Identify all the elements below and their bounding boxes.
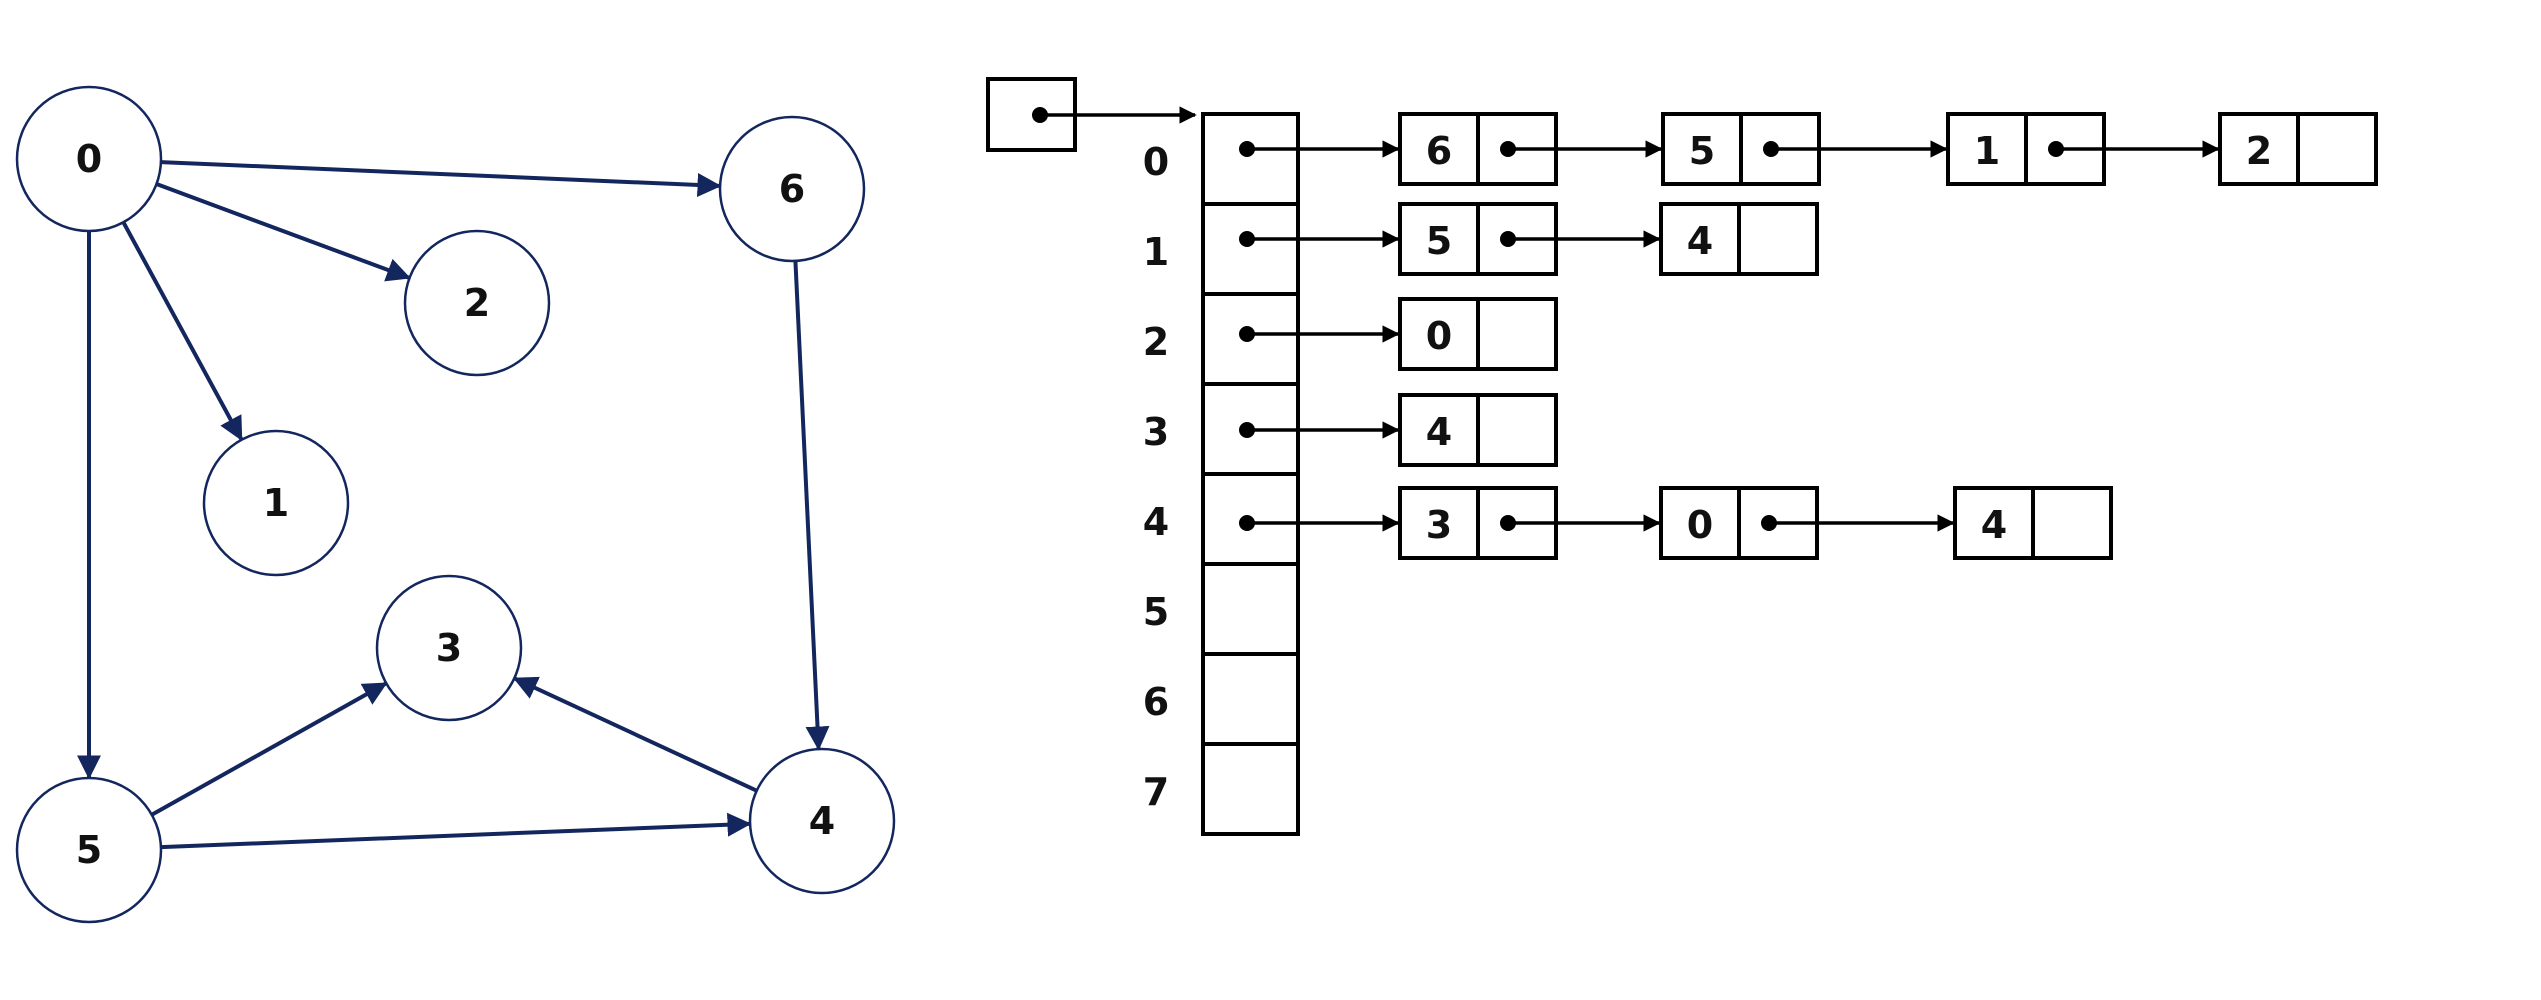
node-label: 1 — [263, 481, 289, 525]
node-circle — [202, 429, 350, 577]
list-node: 1 — [1946, 112, 2106, 186]
graph-node-2: 2 — [403, 229, 551, 377]
edge-4-to-3 — [513, 676, 758, 793]
array-index-label: 3 — [1143, 410, 1169, 454]
list-node: 3 — [1398, 486, 1558, 560]
edge-5-to-3 — [150, 681, 388, 817]
list-node-next-cell — [2031, 486, 2113, 560]
graph-edges — [77, 160, 830, 850]
edge-0-to-6 — [160, 160, 722, 197]
adjacency-list: 0 1 2 3 4 5 6 7 6 5 1 2 5 4 0 4 3 0 4 — [986, 77, 2378, 836]
list-node-value: 6 — [1426, 129, 1452, 173]
node-circle — [15, 776, 163, 924]
node-label: 6 — [779, 167, 805, 211]
list-node: 4 — [1659, 202, 1819, 276]
graph-node-5: 5 — [15, 776, 163, 924]
list-node-value: 2 — [2246, 129, 2272, 173]
node-circle — [748, 747, 896, 895]
array-cell-5 — [1201, 562, 1300, 656]
graph-node-4: 4 — [748, 747, 896, 895]
edge-0-to-2 — [155, 182, 411, 282]
list-node-value: 0 — [1687, 503, 1713, 547]
graph-node-6: 6 — [718, 115, 866, 263]
list-node-value-cell — [1398, 112, 1480, 186]
graph-node-1: 1 — [202, 429, 350, 577]
array-index-label: 7 — [1143, 770, 1169, 814]
list-node-value: 3 — [1426, 503, 1452, 547]
node-label: 5 — [76, 828, 102, 872]
list-node-value: 1 — [1974, 129, 2000, 173]
list-node-value-cell — [1661, 112, 1743, 186]
node-circle — [403, 229, 551, 377]
list-node-next-cell — [1737, 202, 1819, 276]
node-circle — [718, 115, 866, 263]
list-node-value: 5 — [1426, 219, 1452, 263]
list-node-value-cell — [1398, 393, 1480, 467]
node-label: 0 — [76, 137, 102, 181]
list-node-value-cell — [1398, 202, 1480, 276]
list-node-next-cell — [2296, 112, 2378, 186]
array-cell-6 — [1201, 652, 1300, 746]
list-node-value-cell — [1659, 486, 1741, 560]
list-node: 0 — [1398, 297, 1558, 371]
list-node: 4 — [1398, 393, 1558, 467]
edge-6-to-4 — [793, 260, 830, 751]
graph-node-0: 0 — [15, 85, 163, 233]
list-node-value: 4 — [1687, 219, 1713, 263]
array-index-label: 5 — [1143, 590, 1169, 634]
list-node-next-cell — [1476, 393, 1558, 467]
node-circle — [375, 574, 523, 722]
array-index-label: 2 — [1143, 320, 1169, 364]
node-label: 2 — [464, 281, 490, 325]
node-label: 4 — [809, 799, 835, 843]
node-label: 3 — [436, 626, 462, 670]
array-cell-7 — [1201, 742, 1300, 836]
array-cell-0 — [1201, 112, 1300, 206]
list-node-value: 4 — [1981, 503, 2007, 547]
array-cell-1 — [1201, 202, 1300, 296]
node-circle — [15, 85, 163, 233]
list-node-next-cell — [1476, 297, 1558, 371]
list-node-value-cell — [1398, 297, 1480, 371]
array-index-label: 0 — [1143, 140, 1169, 184]
graph-node-3: 3 — [375, 574, 523, 722]
list-node: 4 — [1953, 486, 2113, 560]
graph-nodes: 0 6 2 1 3 5 4 — [15, 85, 896, 924]
list-node-value: 5 — [1689, 129, 1715, 173]
list-node: 2 — [2218, 112, 2378, 186]
list-node: 5 — [1661, 112, 1821, 186]
edge-0-to-1 — [121, 221, 243, 441]
array-index-label: 6 — [1143, 680, 1169, 724]
array-index-label: 4 — [1143, 500, 1169, 544]
list-node-value-cell — [1946, 112, 2028, 186]
list-node-value: 0 — [1426, 314, 1452, 358]
array-index-label: 1 — [1143, 230, 1169, 274]
edge-5-to-4 — [160, 812, 752, 850]
list-node-value: 4 — [1426, 410, 1452, 454]
